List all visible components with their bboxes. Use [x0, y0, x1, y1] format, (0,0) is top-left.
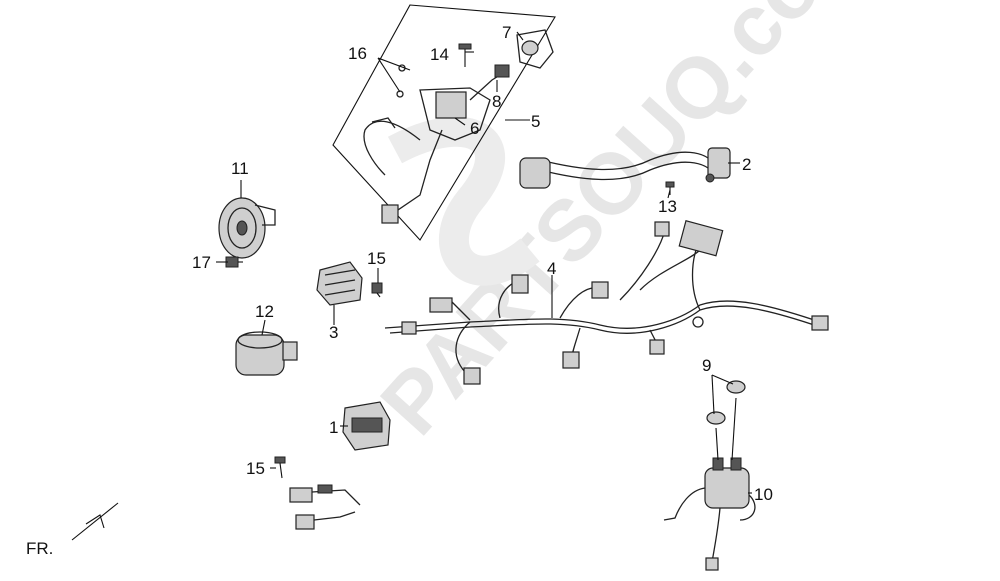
callout-7: 7 [502, 23, 511, 42]
callout-10: 10 [754, 485, 773, 504]
callout-15-lower: 15 [246, 459, 265, 478]
horn-part11 [218, 197, 276, 259]
callout-1: 1 [329, 418, 338, 437]
watermark-swoosh [387, 116, 540, 286]
callout-3: 3 [329, 323, 338, 342]
ignition-coil-part10 [663, 397, 756, 571]
sensor-cable-lower [289, 484, 361, 530]
switch-cover-part7 [516, 29, 554, 69]
bolt-part15-lower [274, 456, 286, 479]
callout-11: 11 [231, 159, 249, 178]
regulator-part3 [316, 261, 363, 306]
callout-12: 12 [255, 302, 274, 321]
front-direction-arrow: FR. [26, 502, 119, 558]
callout-4: 4 [547, 259, 556, 278]
ignition-switch-assembly [363, 64, 510, 224]
callout-14: 14 [430, 45, 449, 64]
callout-9: 9 [702, 356, 711, 375]
caps-part9 [706, 380, 746, 425]
callouts: 1 2 3 4 5 6 7 8 9 10 11 12 13 14 15 15 1… [192, 23, 773, 504]
callout-5: 5 [531, 112, 540, 131]
cdi-unit-part1 [342, 401, 391, 451]
callout-15-upper: 15 [367, 249, 386, 268]
callout-6: 6 [470, 119, 479, 138]
callout-8: 8 [492, 92, 501, 111]
callout-2: 2 [742, 155, 751, 174]
leader-lines [216, 31, 752, 494]
callout-17: 17 [192, 253, 211, 272]
switch-panel-outline [332, 4, 556, 241]
main-wiring-harness [384, 220, 829, 385]
cable-part2 [519, 147, 731, 189]
starter-relay-part12 [235, 331, 298, 376]
bolt-part15-upper [371, 282, 383, 298]
orientation-label: FR. [26, 539, 53, 558]
callout-13: 13 [658, 197, 677, 216]
screw-part14 [458, 43, 472, 67]
callout-16: 16 [348, 44, 367, 63]
